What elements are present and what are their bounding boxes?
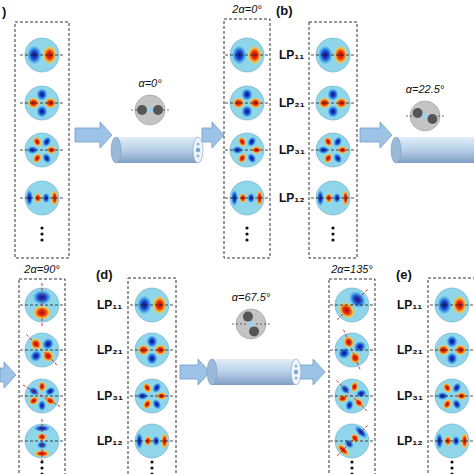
mode-name: LP₃₁ — [397, 389, 423, 403]
dashed-box — [222, 2, 272, 260]
mode-name: LP₃₁ — [279, 143, 305, 157]
mode-name: LP₂₁ — [397, 343, 423, 357]
fiber — [111, 137, 203, 163]
mode-name: LP₁₁ — [279, 48, 304, 62]
mode-name: LP₁₂ — [97, 434, 123, 448]
mode-set-box — [15, 22, 474, 474]
fiber-rotation-circle: α=0° — [125, 76, 175, 128]
rotation-angle: α=67.5° — [224, 290, 278, 304]
output-angle: 2α=135° — [326, 262, 378, 276]
panel-letter: (e) — [396, 268, 412, 282]
rotation-angle: α=22.5° — [398, 82, 452, 96]
mode-output-box: 2α=135° — [326, 262, 378, 474]
output-angle: 2α=90° — [16, 262, 68, 276]
fiber — [391, 137, 474, 163]
mode-name: LP₁₁ — [97, 298, 122, 312]
panel-letter: ) — [2, 5, 6, 19]
panel-letter: (b) — [276, 4, 293, 18]
mode-output-box: 2α=90° — [16, 262, 68, 474]
mode-name: LP₁₂ — [279, 191, 305, 205]
mode-name: LP₁₁ — [397, 298, 422, 312]
fiber — [207, 359, 301, 385]
dashed-box — [16, 262, 68, 474]
dashed-box — [326, 262, 378, 474]
rotation-angle: α=0° — [125, 76, 175, 90]
mode-name: LP₃₁ — [97, 389, 123, 403]
mode-patterns — [20, 38, 474, 474]
fiber-rotation-circle: α=67.5° — [224, 290, 278, 342]
output-angle: 2α=0° — [222, 2, 272, 16]
mode-output-box: 2α=0° — [222, 2, 272, 260]
mode-name: LP₂₁ — [97, 343, 123, 357]
mode-name: LP₂₁ — [279, 96, 305, 110]
panel-letter: (d) — [96, 268, 113, 282]
fiber-rotation-circle: α=22.5° — [398, 82, 452, 134]
mode-name: LP₁₂ — [397, 434, 423, 448]
block-arrow — [0, 122, 392, 388]
